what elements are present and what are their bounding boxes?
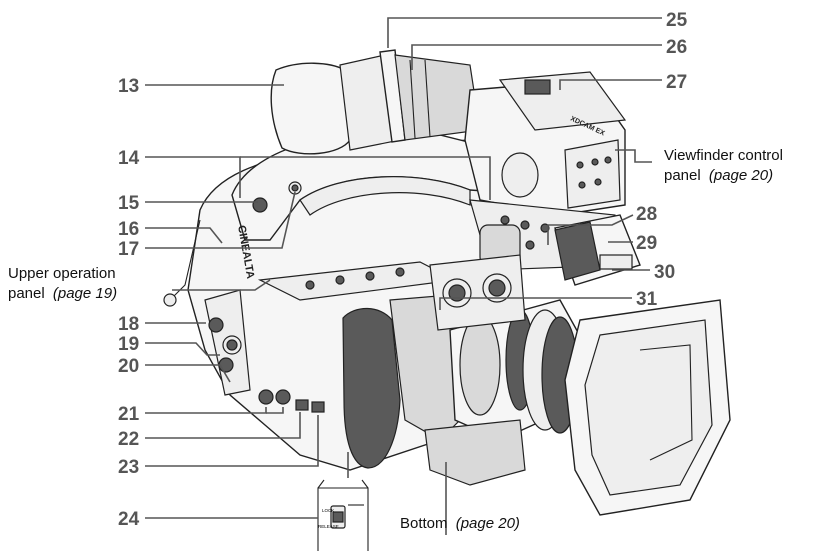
callout-17: 17 bbox=[118, 239, 139, 260]
callout-21: 21 bbox=[118, 404, 140, 425]
callout-14: 14 bbox=[118, 148, 140, 169]
upper-caption-line1: Upper operation bbox=[8, 265, 116, 282]
leader-lines bbox=[145, 17, 662, 535]
callout-29: 29 bbox=[636, 233, 657, 254]
viewfinder-caption-line1: Viewfinder control bbox=[664, 147, 783, 164]
viewfinder-page-ref[interactable]: (page 20) bbox=[709, 167, 773, 184]
bottom-caption: Bottom (page 20) bbox=[400, 515, 520, 532]
callout-18: 18 bbox=[118, 314, 139, 335]
bottom-caption-word: Bottom bbox=[400, 515, 448, 532]
callout-13: 13 bbox=[118, 76, 139, 97]
callout-15: 15 bbox=[118, 193, 140, 214]
bottom-caption-line: Bottom (page 20) bbox=[400, 515, 520, 532]
lens bbox=[449, 299, 731, 516]
callout-31: 31 bbox=[636, 289, 658, 310]
upper-page-ref[interactable]: (page 19) bbox=[53, 285, 117, 302]
callout-30: 30 bbox=[654, 262, 675, 283]
callout-20: 20 bbox=[118, 356, 139, 377]
viewfinder-caption: Viewfinder control panel (page 20) bbox=[664, 147, 783, 184]
viewfinder: XDCAM EX bbox=[464, 71, 627, 216]
bottom-block bbox=[424, 419, 526, 486]
callout-25: 25 bbox=[666, 10, 688, 31]
callout-19: 19 bbox=[118, 334, 139, 355]
grip-strap bbox=[342, 307, 401, 469]
callout-22: 22 bbox=[118, 429, 139, 450]
microphone bbox=[554, 214, 641, 286]
viewfinder-control-panel bbox=[564, 139, 621, 209]
upper-caption-line2: panel (page 19) bbox=[8, 285, 117, 302]
bottom-page-ref[interactable]: (page 20) bbox=[456, 515, 520, 532]
audio-inputs bbox=[429, 254, 526, 331]
viewfinder-caption-word: panel bbox=[664, 167, 701, 184]
callout-numbers: 25 26 27 13 14 15 16 17 28 29 30 31 18 1… bbox=[118, 10, 688, 530]
captions: Viewfinder control panel (page 20) Upper… bbox=[8, 147, 783, 532]
callout-16: 16 bbox=[118, 219, 139, 240]
upper-caption-word: panel bbox=[8, 285, 45, 302]
callout-24: 24 bbox=[118, 509, 140, 530]
eyepiece bbox=[270, 49, 481, 155]
callout-26: 26 bbox=[666, 37, 687, 58]
upper-panel-caption: Upper operation panel (page 19) bbox=[8, 265, 117, 302]
viewfinder-caption-line2: panel (page 20) bbox=[664, 167, 773, 184]
eyecup bbox=[270, 62, 351, 155]
callout-28: 28 bbox=[636, 204, 657, 225]
lock-release-inset: LOCK RELEASE bbox=[317, 479, 369, 551]
lock-text: LOCK bbox=[322, 508, 334, 513]
callout-27: 27 bbox=[666, 72, 687, 93]
callout-23: 23 bbox=[118, 457, 139, 478]
release-text: RELEASE bbox=[318, 524, 339, 529]
